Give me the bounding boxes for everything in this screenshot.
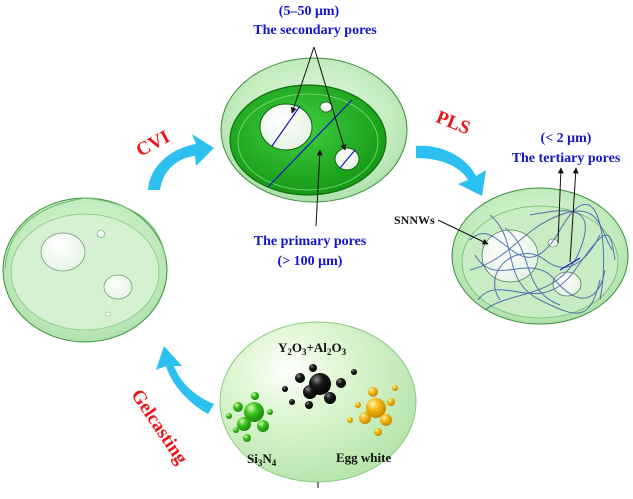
secondary-range-label: (5–50 μm): [279, 4, 340, 19]
top-secondary-diameter: [339, 149, 356, 169]
left-tiny-pore: [105, 311, 111, 317]
secondary-title-label: The secondary pores: [253, 23, 377, 38]
arrow-pls: [416, 145, 486, 196]
right-hemisphere: [437, 167, 629, 325]
left-primary-pore: [40, 232, 86, 272]
tertiary-title-label: The tertiary pores: [512, 151, 621, 166]
bottom-sphere: [219, 321, 417, 488]
callout-snnws: [437, 219, 489, 245]
top-sphere-inner-ring: [237, 93, 379, 191]
top-crack-line: [267, 99, 353, 188]
left-small-pore: [96, 230, 106, 238]
top-hemisphere: [220, 46, 408, 227]
callout-tertiary-1: [557, 167, 564, 244]
arrow-cvi: [148, 134, 214, 190]
nanowire-network: [469, 203, 616, 314]
yttria-alumina-label: Y2O3+Al2O3: [278, 340, 347, 357]
left-hemisphere: [2, 197, 168, 343]
silicon-nitride-label: Si3N4: [247, 451, 277, 468]
yellow-particles: [347, 385, 398, 436]
callout-primary: [315, 149, 323, 227]
primary-title-label: The primary pores: [254, 234, 367, 249]
left-secondary-pore: [103, 274, 133, 300]
arrow-gelcasting: [156, 346, 214, 414]
pls-step-label: PLS: [433, 107, 473, 140]
left-sphere-rim: [4, 197, 167, 269]
egg-white-label: Egg white: [336, 450, 391, 465]
callout-tertiary-2: [569, 167, 579, 263]
snnws-label: SNNWs: [394, 213, 435, 227]
callout-secondary-1: [290, 46, 315, 114]
top-small-pore: [319, 101, 333, 113]
primary-range-label: (> 100 μm): [278, 254, 343, 269]
process-arrows: [148, 134, 486, 414]
tertiary-range-label: (< 2 μm): [541, 131, 592, 146]
callout-secondary-2: [313, 46, 347, 151]
right-pore-diameter: [559, 257, 581, 271]
gelcasting-step-label: Gelcasting: [126, 386, 191, 469]
left-sphere-face: [10, 213, 160, 331]
cvi-step-label: CVI: [133, 126, 174, 161]
green-particles: [226, 392, 273, 442]
black-particles: [282, 364, 357, 409]
